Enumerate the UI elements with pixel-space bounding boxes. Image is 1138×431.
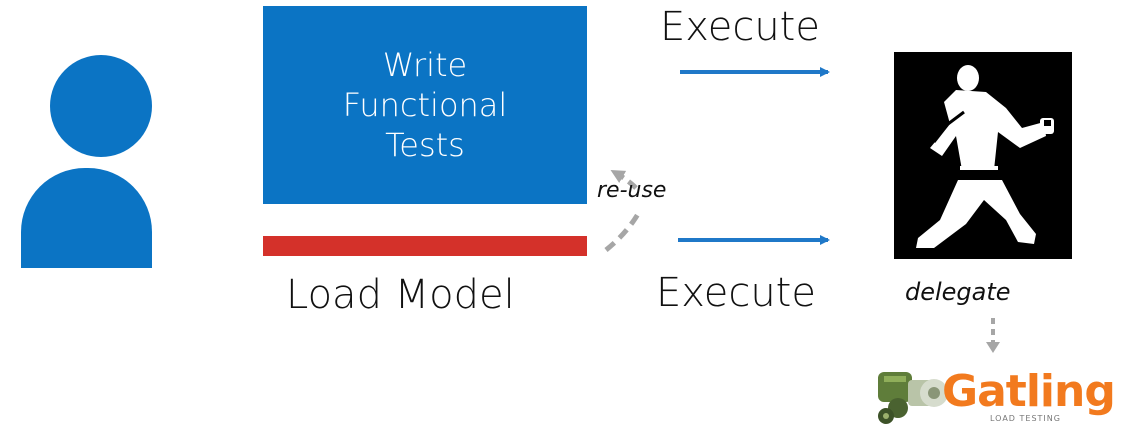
gatling-logo-icon: Gatling LOAD TESTING [872, 362, 1120, 428]
gatling-tagline: LOAD TESTING [990, 414, 1061, 423]
load-model-label: Load Model [286, 272, 515, 318]
reuse-label: re-use [597, 178, 667, 203]
tests-box-line-3: Tests [385, 126, 465, 164]
gatling-gun-icon [878, 372, 948, 424]
tests-box-line-2: Functional [342, 86, 508, 124]
reuse-dashed-upper [610, 169, 638, 190]
gatling-wordmark: Gatling [942, 366, 1116, 417]
tests-box-line-1: Write [382, 46, 468, 84]
execute-label-top: Execute [660, 4, 820, 50]
user-icon-head [50, 55, 152, 157]
load-model-bar [263, 236, 587, 256]
execute-label-bottom: Execute [656, 270, 816, 316]
reuse-dashed-lower [604, 212, 641, 252]
karate-panel [894, 52, 1072, 259]
functional-tests-box: Write Functional Tests [263, 6, 587, 204]
delegate-arrow-head [986, 342, 1000, 353]
karate-icon [916, 65, 1054, 248]
user-icon-body [21, 168, 152, 268]
delegate-label: delegate [905, 278, 1011, 306]
